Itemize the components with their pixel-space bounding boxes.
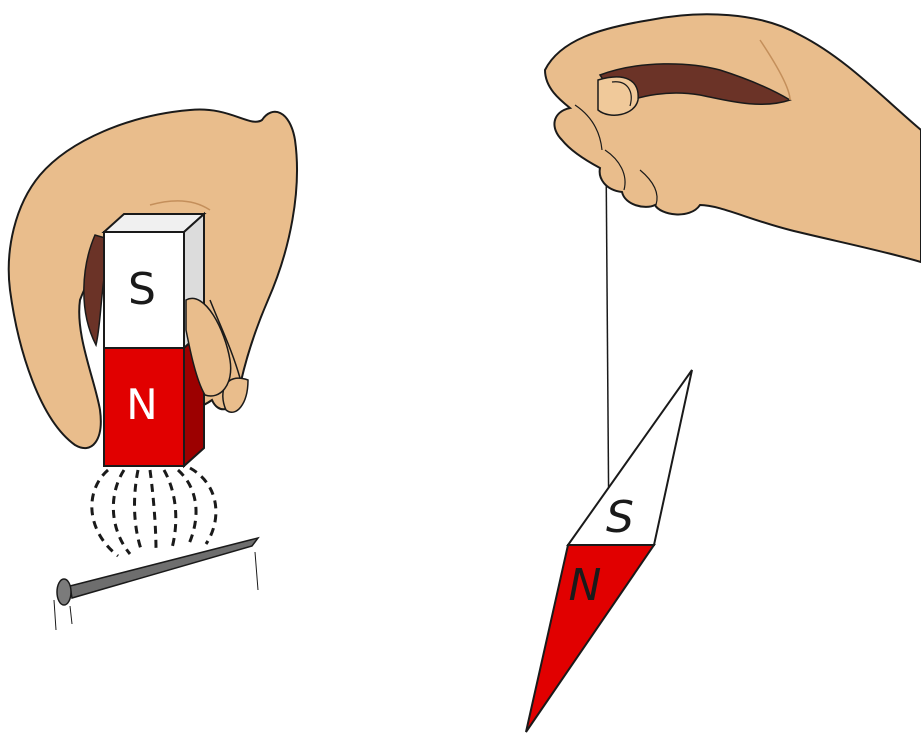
right-illustration: S N (526, 14, 921, 732)
magnet-north-label: N (126, 380, 157, 429)
magnetic-field-lines-icon (92, 468, 216, 556)
compass-needle-icon (526, 370, 692, 732)
needle-south-label: S (606, 492, 634, 543)
needle-north-label: N (569, 560, 602, 611)
string-icon (606, 150, 609, 545)
nail-icon (54, 538, 258, 630)
magnet-south-label: S (128, 264, 156, 315)
left-illustration: S N (9, 110, 297, 630)
right-hand-icon (545, 14, 921, 262)
